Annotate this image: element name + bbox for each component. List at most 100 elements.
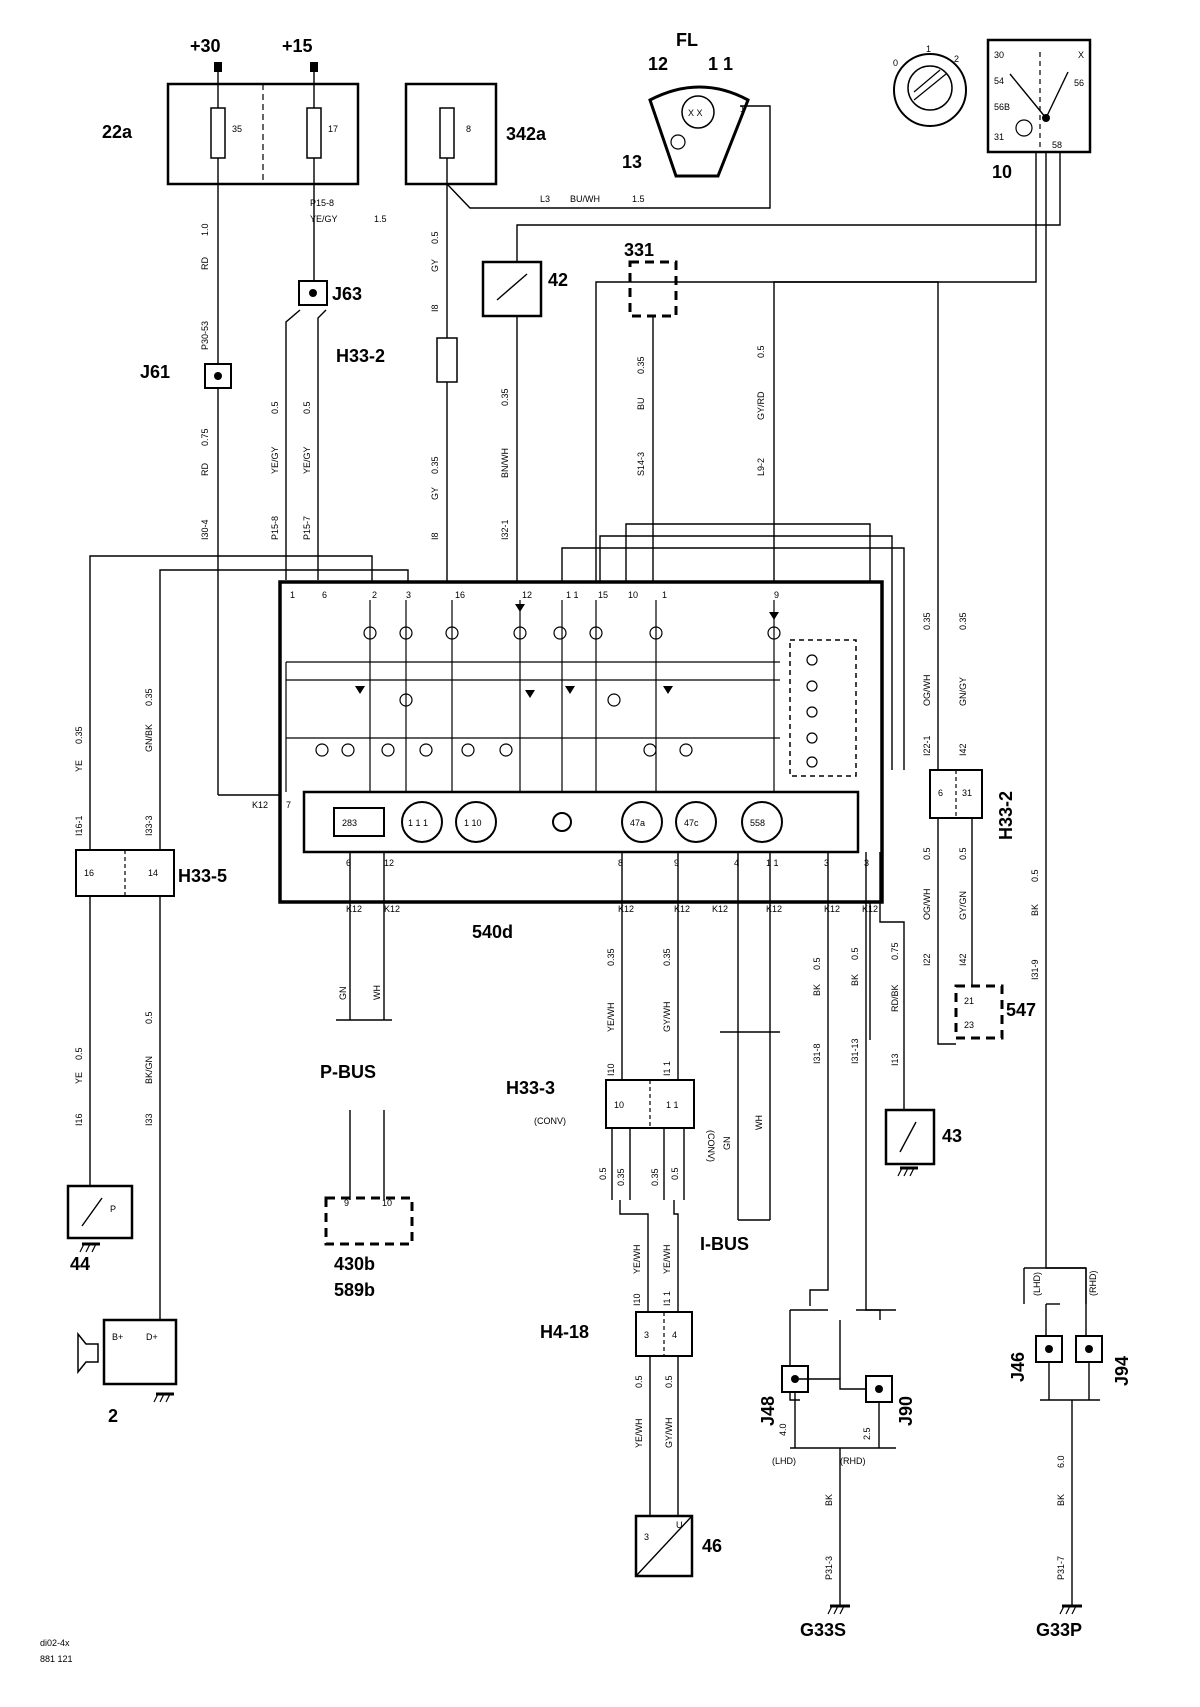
fuse-box-22a: 35 17 22a [102, 72, 360, 186]
svg-text:BK/GN: BK/GN [144, 1056, 154, 1084]
svg-text:I31-8: I31-8 [812, 1043, 822, 1064]
svg-text:1 1: 1 1 [666, 1100, 679, 1110]
svg-text:YE/GY: YE/GY [302, 446, 312, 474]
svg-text:0.35: 0.35 [144, 688, 154, 706]
svg-text:3: 3 [644, 1330, 649, 1340]
h33-5-label: H33-5 [178, 866, 227, 886]
svg-text:RD/BK: RD/BK [890, 984, 900, 1012]
svg-text:BN/WH: BN/WH [500, 448, 510, 478]
svg-text:K12: K12 [674, 904, 690, 914]
c430b-label: 430b [334, 1254, 375, 1274]
svg-text:1.5: 1.5 [632, 194, 645, 204]
svg-text:I16-1: I16-1 [74, 815, 84, 836]
connector-h33-3: 8 9 K12 K12 0.35 YE/WH I10 0.35 GY/WH I1… [506, 852, 716, 1312]
svg-text:0.5: 0.5 [812, 957, 822, 970]
c589b-label: 589b [334, 1280, 375, 1300]
light-switch-10: 0 1 2 30 X 54 56 56B 31 58 10 [893, 38, 1092, 182]
ground-g33p: 6.0 BK P31-7 G33P [1036, 1400, 1082, 1640]
fuse-35-label: 35 [232, 124, 242, 134]
fuse-box-342a: 8 342a [404, 82, 547, 186]
svg-text:P15-7: P15-7 [302, 516, 312, 540]
svg-text:B+: B+ [112, 1332, 123, 1342]
svg-text:58: 58 [1052, 140, 1062, 150]
svg-text:X: X [1078, 50, 1084, 60]
svg-text:GY/WH: GY/WH [662, 1002, 672, 1033]
svg-text:K12: K12 [824, 904, 840, 914]
svg-text:0.5: 0.5 [270, 401, 280, 414]
svg-text:I31-13: I31-13 [850, 1038, 860, 1064]
svg-text:21: 21 [964, 996, 974, 1006]
svg-text:K12: K12 [384, 904, 400, 914]
svg-text:K12: K12 [252, 800, 268, 810]
svg-text:I10: I10 [606, 1063, 616, 1076]
svg-text:P: P [110, 1204, 116, 1214]
ground-g33s: (LHD) (RHD) BK P31-3 G33S [772, 1447, 896, 1640]
svg-text:3: 3 [644, 1532, 649, 1542]
svg-text:P30-53: P30-53 [200, 321, 210, 350]
svg-text:K12: K12 [862, 904, 878, 914]
svg-text:I10: I10 [632, 1293, 642, 1306]
svg-text:YE: YE [74, 760, 84, 772]
svg-text:K12: K12 [712, 904, 728, 914]
svg-text:WH: WH [372, 985, 382, 1000]
svg-text:K12: K12 [346, 904, 362, 914]
svg-text:I16: I16 [74, 1113, 84, 1126]
j48-label: J48 [758, 1396, 778, 1426]
sensor-46: 3 U 46 [634, 1514, 722, 1578]
svg-text:0.5: 0.5 [664, 1375, 674, 1388]
svg-text:7: 7 [286, 800, 291, 810]
svg-text:16: 16 [455, 590, 465, 600]
svg-text:0.5: 0.5 [430, 231, 440, 244]
svg-text:3: 3 [406, 590, 411, 600]
h4-18-label: H4-18 [540, 1322, 589, 1342]
svg-text:0: 0 [893, 58, 898, 68]
svg-text:I33: I33 [144, 1113, 154, 1126]
svg-text:OG/WH: OG/WH [922, 889, 932, 921]
svg-text:1 1: 1 1 [566, 590, 579, 600]
svg-text:14: 14 [148, 868, 158, 878]
svg-text:0.5: 0.5 [634, 1375, 644, 1388]
svg-text:10: 10 [628, 590, 638, 600]
svg-text:0.35: 0.35 [636, 356, 646, 374]
svg-text:I22-1: I22-1 [922, 735, 932, 756]
svg-text:(RHD): (RHD) [1088, 1271, 1098, 1297]
right-bk-wire: 0.5 BK I31-9 [1024, 869, 1087, 1346]
svg-text:YE/WH: YE/WH [632, 1244, 642, 1274]
svg-text:6: 6 [346, 858, 351, 868]
svg-text:0.35: 0.35 [922, 612, 932, 630]
conv-right: (CONV) [706, 1130, 716, 1162]
j63-label: J63 [332, 284, 362, 304]
svg-text:I8: I8 [430, 304, 440, 312]
svg-text:GN: GN [338, 987, 348, 1001]
svg-text:1: 1 [926, 44, 931, 54]
wire-labels-top: 1.0 RD P30-53 P15-8 YE/GY 1.5 0.5 GY I8 … [200, 194, 766, 540]
c46-label: 46 [702, 1536, 722, 1556]
fl-pin1: 1 [740, 104, 745, 114]
fl-lamp: FL 12 1 1 X X 1 13 [622, 30, 750, 178]
conv-left: (CONV) [534, 1116, 566, 1126]
svg-text:6: 6 [322, 590, 327, 600]
svg-text:GN/BK: GN/BK [144, 724, 154, 752]
fl-12-label: 12 [648, 54, 668, 74]
c540d-label: 540d [472, 922, 513, 942]
svg-text:4.0: 4.0 [778, 1423, 788, 1436]
svg-text:I33-3: I33-3 [144, 815, 154, 836]
svg-text:(LHD): (LHD) [1032, 1272, 1042, 1296]
svg-text:I31-9: I31-9 [1030, 959, 1040, 980]
svg-text:31: 31 [962, 788, 972, 798]
svg-text:0.35: 0.35 [662, 948, 672, 966]
svg-text:L9-2: L9-2 [756, 458, 766, 476]
junction-j94: J94 [1040, 1335, 1132, 1401]
svg-text:K12: K12 [766, 904, 782, 914]
connector-h33-2-right: 6 31 H33-2 0.35 OG/WH I22-1 0.35 GN/GY I… [922, 612, 1016, 1030]
wire-labels-left: 0.35 YE I16-1 0.35 GN/BK I33-3 0.5 YE I1… [74, 688, 154, 1126]
svg-text:BK: BK [1056, 1494, 1066, 1506]
h33-3-label: H33-3 [506, 1078, 555, 1098]
instrument-cluster-540d: 1 6 2 3 16 12 1 1 15 10 1 9 [252, 580, 884, 942]
fuse-box-342a-label: 342a [506, 124, 547, 144]
svg-text:1.5: 1.5 [374, 214, 387, 224]
svg-text:0.5: 0.5 [144, 1011, 154, 1024]
svg-text:1 1: 1 1 [766, 858, 779, 868]
svg-text:15: 15 [598, 590, 608, 600]
h33-2-right-label: H33-2 [996, 791, 1016, 840]
